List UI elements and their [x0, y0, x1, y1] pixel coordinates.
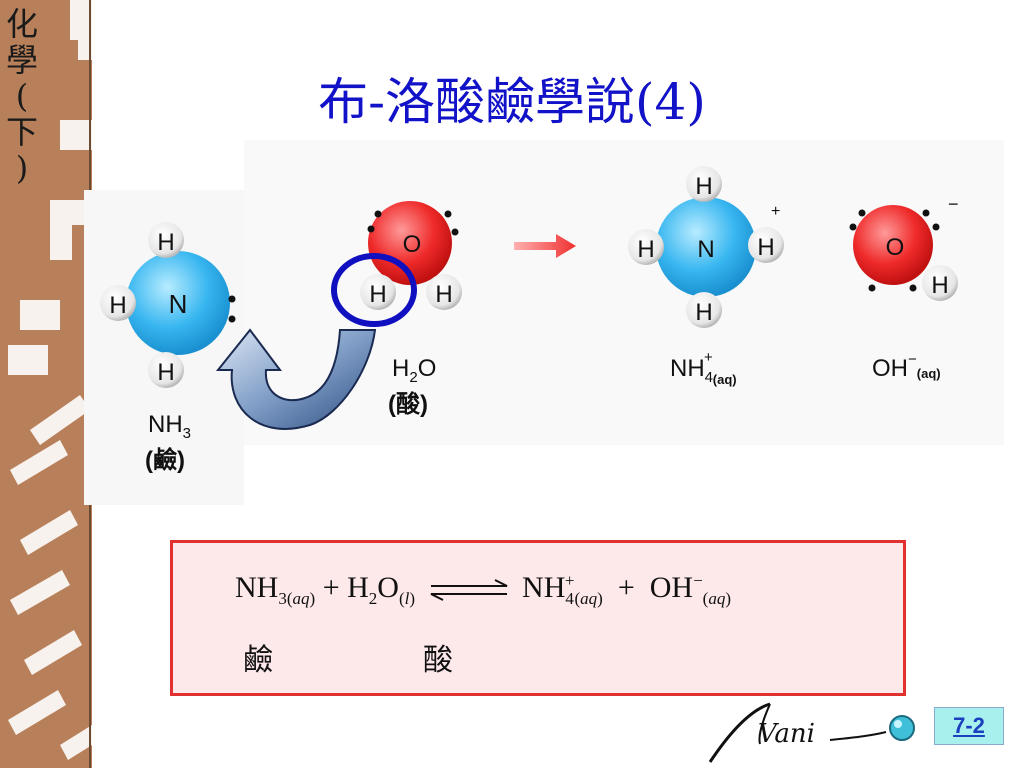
water-molecule: O H H — [331, 201, 462, 327]
atom-symbol: H — [109, 292, 126, 319]
hydrogen-atom — [748, 227, 784, 263]
hydrogen-atom — [148, 352, 184, 388]
atom-symbol: H — [435, 281, 452, 308]
eq-role-base: 鹼 — [243, 643, 273, 678]
ammonia-molecule: N H H H — [100, 222, 236, 388]
eq-plus: + — [322, 571, 340, 604]
lone-pair-dot — [932, 223, 940, 231]
eq-nh3: NH — [235, 571, 279, 604]
atom-symbol: H — [695, 173, 712, 200]
reaction-arrow — [514, 234, 576, 258]
atom-symbol: O — [886, 234, 905, 261]
charge-symbol: + — [771, 203, 780, 220]
nitrogen-atom — [656, 197, 756, 297]
hydroxide-ion: O H − — [849, 194, 959, 301]
equation-box: NH3(aq) + H2O(l) NH4+(aq) + OH−(aq) 鹼 酸 — [170, 540, 906, 696]
lone-pair-dot — [868, 284, 876, 292]
side-label-char: 下 — [5, 113, 38, 151]
side-decoration-strip: 化 學 ( 下 ) — [0, 0, 92, 768]
vani-logo: Vani — [708, 702, 915, 763]
eq-h2o: H2O(l) — [347, 571, 416, 608]
nh3-role-label: (鹼) — [145, 446, 185, 474]
atom-symbol: H — [637, 236, 654, 263]
eq-role-acid: 酸 — [423, 643, 453, 678]
products-panel — [244, 140, 1004, 445]
equilibrium-arrow-icon — [430, 579, 507, 602]
lone-pair-dot — [367, 225, 375, 233]
atom-symbol: H — [157, 359, 174, 386]
oxygen-atom — [853, 205, 933, 285]
hydrogen-atom — [686, 292, 722, 328]
ammonium-ion: N H H H H + — [628, 166, 784, 328]
oxygen-atom — [368, 201, 452, 285]
atom-symbol: H — [157, 229, 174, 256]
eq-oh: OH−(aq) — [649, 571, 732, 608]
lone-pair-dot — [228, 295, 236, 303]
hydrogen-atom — [148, 222, 184, 258]
atom-symbol: H — [695, 299, 712, 326]
chemical-equation: NH3(aq) + H2O(l) NH4+(aq) + OH−(aq) — [235, 571, 732, 608]
hydrogen-atom — [426, 274, 462, 310]
side-label-char: ( — [15, 77, 29, 115]
charge-symbol: − — [948, 194, 959, 214]
lone-pair-dot — [858, 209, 866, 217]
side-label-char: 學 — [5, 41, 38, 79]
proton-transfer-arrow — [215, 328, 377, 430]
side-label-char: ) — [15, 149, 29, 187]
atom-symbol: H — [757, 234, 774, 261]
logo-dot-highlight — [894, 720, 902, 728]
lone-pair-dot — [909, 284, 917, 292]
atom-symbol: N — [697, 236, 714, 263]
hydrogen-atom — [628, 229, 664, 265]
atom-symbol: H — [931, 272, 948, 299]
lone-pair-dot — [849, 223, 857, 231]
eq-plus: + — [617, 571, 635, 604]
atom-symbol: O — [403, 231, 422, 258]
reaction-diagram: N H H H NH3 (鹼) O H H H2O (酸) N H H — [100, 140, 1004, 474]
logo-dot-icon — [889, 715, 915, 741]
atom-symbol: N — [169, 289, 188, 319]
hydrogen-atom — [360, 274, 396, 310]
side-label: 化 學 ( 下 ) — [0, 6, 44, 186]
lone-pair-dot — [922, 209, 930, 217]
nitrogen-atom — [126, 251, 230, 355]
lone-pair-dot — [444, 210, 452, 218]
highlight-circle — [331, 253, 417, 327]
lone-pair-dot — [228, 315, 236, 323]
hydrogen-atom — [686, 166, 722, 202]
logo-text: Vani — [758, 719, 815, 749]
lone-pair-dot — [374, 210, 382, 218]
bottle-pattern-decoration — [0, 0, 92, 768]
lone-pair-dot — [451, 228, 459, 236]
eq-nh4: NH4+(aq) — [522, 571, 603, 608]
side-label-char: 化 — [5, 5, 38, 43]
atom-symbol: H — [369, 281, 386, 308]
h2o-formula: H2O — [392, 355, 436, 386]
page-title: 布-洛酸鹼學說(4) — [318, 73, 706, 131]
h2o-role-label: (酸) — [388, 391, 428, 418]
nh3-formula: NH3 — [148, 411, 191, 442]
page-number-link[interactable]: 7-2 — [934, 707, 1004, 745]
nh4-formula: NH4+(aq) — [670, 349, 737, 387]
hydrogen-atom — [922, 265, 958, 301]
hydrogen-atom — [100, 285, 136, 321]
oh-formula: OH−(aq) — [872, 351, 941, 382]
